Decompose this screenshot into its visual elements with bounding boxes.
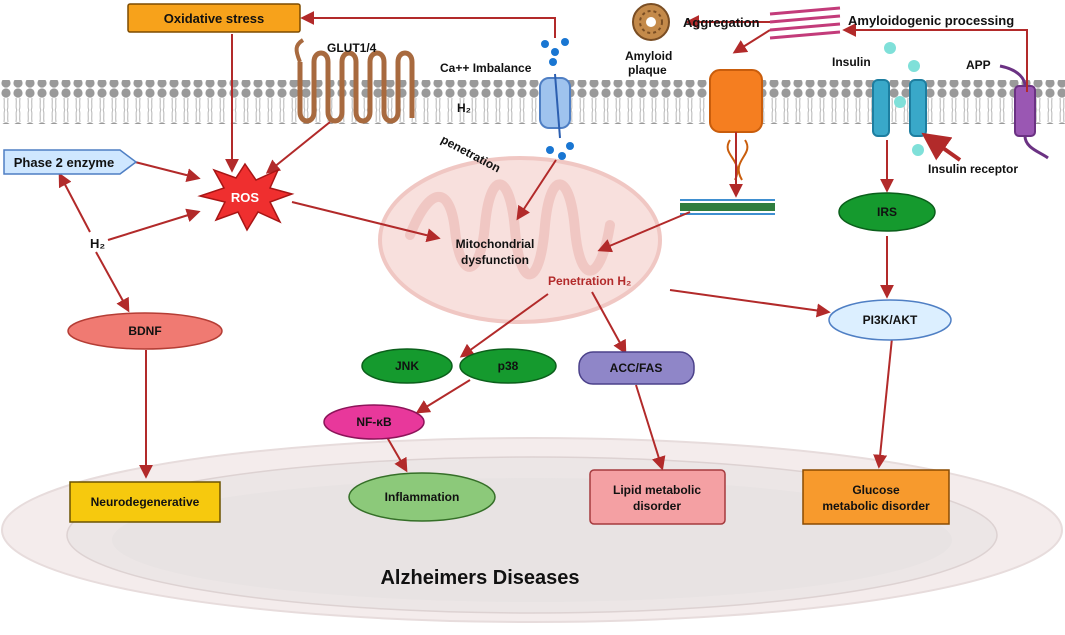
arrow-p38-to-nfkb (415, 379, 471, 414)
ca-imbalance-label: Ca++ Imbalance (440, 61, 532, 75)
accfas-node: ACC/FAS (578, 351, 695, 385)
pi3k-label: PI3K/AKT (863, 313, 918, 327)
phase2-enzyme-arrow: Phase 2 enzyme (3, 149, 138, 175)
amyloid-plaque-icon (632, 3, 670, 41)
cell-background (1, 437, 1063, 623)
arrow-app-to-amyloidogenic (842, 23, 1028, 92)
arrow-mito-to-pi3k (669, 289, 831, 318)
bdnf-label: BDNF (128, 324, 161, 338)
glut-label: GLUT1/4 (327, 41, 377, 55)
ros-label: ROS (231, 190, 260, 205)
neurodegenerative-label: Neurodegenerative (91, 495, 200, 509)
amyloidogenic-label: Amyloidogenic processing (848, 13, 1014, 28)
phase2-enzyme-label: Phase 2 enzyme (14, 155, 114, 170)
oxidative-stress-box: Oxidative stress (127, 3, 301, 33)
lipid-disorder-box: Lipid metabolic disorder (589, 469, 726, 525)
amyloid-plaque-line2: plaque (628, 63, 667, 77)
app-label: APP (966, 58, 991, 72)
inflammation-label: Inflammation (385, 490, 460, 504)
alzheimers-title: Alzheimers Diseases (380, 567, 579, 589)
glucose-label-line2: metabolic disorder (822, 499, 930, 513)
arrow-glut-to-ros (265, 121, 331, 174)
mito-label-line1: Mitochondrial (456, 237, 535, 251)
glut-transporter-icon (294, 38, 415, 124)
arrows (58, 11, 1028, 479)
amyloid-plaque-line1: Amyloid (625, 49, 672, 63)
inflammation-node: Inflammation (348, 472, 496, 522)
h2-label: H₂ (90, 236, 105, 251)
insulin-label: Insulin (832, 55, 871, 69)
insulin-receptor-label: Insulin receptor (928, 162, 1018, 176)
p38-node: p38 (459, 348, 557, 384)
irs-node: IRS (838, 192, 936, 232)
arrow-fibrils-to-plaque (732, 29, 771, 54)
arrow-accfas-to-lipid (635, 384, 666, 471)
accfas-label: ACC/FAS (610, 361, 663, 375)
mitochondrion-icon (378, 156, 662, 324)
arrow-h2-to-bdnf (95, 251, 130, 313)
amyloid-fragment-icon (680, 199, 775, 215)
mito-label-line2: dysfunction (461, 253, 529, 267)
app-protein-icon (999, 64, 1049, 160)
nfkb-label: NF-κB (356, 415, 392, 429)
arrow-receptor-back (921, 132, 962, 162)
irs-label: IRS (877, 205, 897, 219)
amyloid-fibrils-icon (769, 6, 841, 40)
lipid-label-line1: Lipid metabolic (613, 483, 701, 497)
arrow-phase2-to-ros (134, 161, 201, 183)
lipid-label-line2: disorder (633, 499, 681, 513)
ros-burst: ROS (197, 162, 295, 232)
neurodegenerative-box: Neurodegenerative (69, 481, 221, 523)
arrow-ca-to-oxidative (300, 11, 556, 38)
pi3k-node: PI3K/AKT (828, 299, 952, 341)
arrow-mito-to-accfas (591, 291, 627, 355)
bdnf-node: BDNF (67, 312, 223, 350)
glucose-label-line1: Glucose (852, 483, 900, 497)
insulin-receptor-icon (872, 42, 927, 156)
arrow-mito-to-jnk (459, 293, 549, 358)
glucose-disorder-box: Glucose metabolic disorder (802, 469, 950, 525)
arrow-h2-to-ros (107, 208, 201, 241)
arrow-fragment-to-mito (597, 211, 691, 253)
arrow-pi3k-to-glucose (873, 337, 893, 469)
penetration-h2-label: Penetration H₂ (548, 274, 631, 288)
jnk-node: JNK (361, 348, 453, 384)
h2-penetration-h2: H₂ (457, 101, 471, 115)
calcium-channel-icon (539, 38, 574, 160)
nfkb-node: NF-κB (323, 404, 425, 440)
p38-label: p38 (498, 359, 519, 373)
oxidative-stress-label: Oxidative stress (164, 11, 264, 26)
arrow-ca-to-mito (516, 159, 557, 221)
jnk-label: JNK (395, 359, 419, 373)
arrow-h2-to-phase2 (58, 172, 91, 233)
arrow-ros-to-mito (291, 201, 441, 243)
aggregation-label: Aggregation (683, 15, 760, 30)
